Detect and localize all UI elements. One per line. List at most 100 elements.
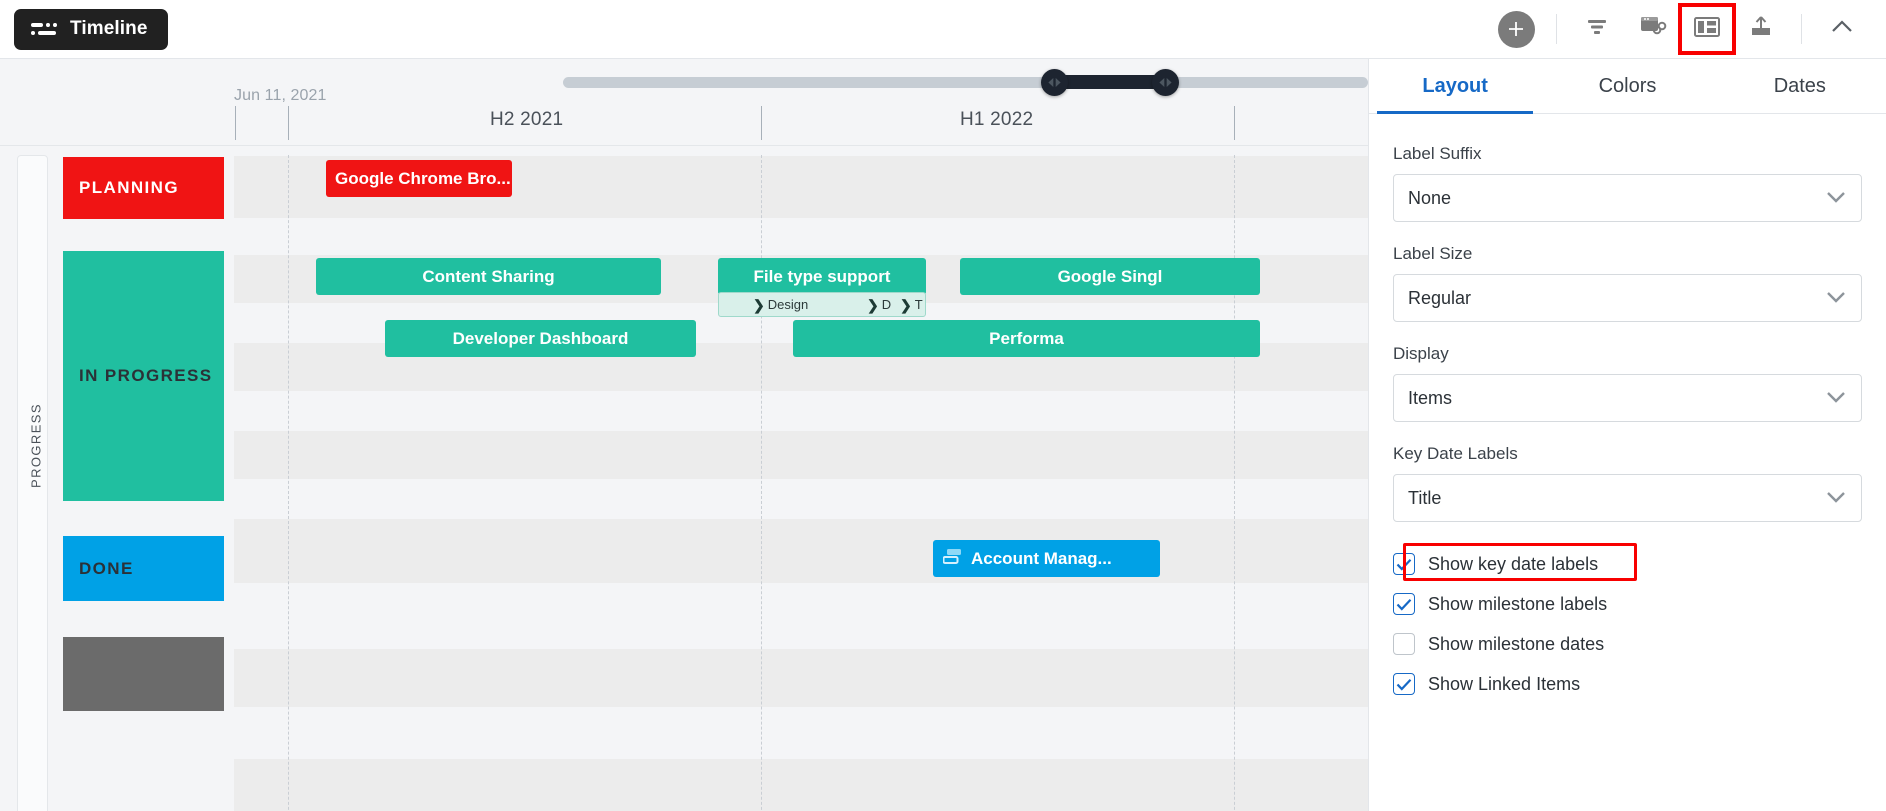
checkbox-show-key-date-labels[interactable]: Show key date labels <box>1393 544 1862 584</box>
checkbox-label: Show milestone dates <box>1428 633 1605 654</box>
checkbox-icon <box>1393 593 1415 615</box>
row-band <box>234 391 1368 431</box>
filter-button[interactable] <box>1569 6 1625 52</box>
timeline-icon <box>31 23 57 35</box>
row-band <box>234 479 1368 519</box>
upload-export-icon <box>1747 14 1775 45</box>
key-date-design[interactable]: ❯ Design <box>753 297 808 312</box>
tab-dates[interactable]: Dates <box>1714 59 1886 113</box>
chevron-up-icon <box>1828 17 1856 42</box>
timeline-zoom-scrubber[interactable] <box>0 59 1368 103</box>
panel-tab-bar: Layout Colors Dates <box>1369 59 1886 114</box>
bar-label: Developer Dashboard <box>452 328 629 348</box>
chevron-down-icon <box>1825 288 1847 309</box>
checkbox-icon <box>1393 553 1415 575</box>
tab-colors[interactable]: Colors <box>1541 59 1713 113</box>
row-band <box>234 535 1368 583</box>
layout-panel-button[interactable] <box>1678 3 1736 55</box>
timeline-bar-google-single-signon[interactable]: Google Singl <box>960 258 1260 295</box>
checkbox-group: Show key date labels Show milestone labe… <box>1393 543 1862 704</box>
field-label-size: Label Size Regular <box>1393 244 1862 322</box>
lane-block-backlog[interactable] <box>63 637 224 711</box>
bar-label: Performa <box>989 328 1064 348</box>
header-divider <box>0 145 1368 146</box>
lane-label: PLANNING <box>79 178 179 197</box>
scrubber-handle-right[interactable] <box>1152 69 1179 96</box>
timeline-bar-developer-dashboard[interactable]: Developer Dashboard <box>385 320 696 357</box>
tab-label: Dates <box>1773 74 1826 97</box>
export-button[interactable] <box>1733 6 1789 52</box>
period-label-h2-2021: H2 2021 <box>490 109 564 130</box>
panel-content: Label Suffix None Label Size Regular <box>1369 114 1886 704</box>
key-date-labels-strip[interactable]: ❯ Design ❯ D ❯ T <box>718 292 926 317</box>
checkbox-icon <box>1393 673 1415 695</box>
scale-tick <box>1234 106 1235 140</box>
chevron-down-icon <box>1825 388 1847 409</box>
scrubber-handle-left[interactable] <box>1041 69 1068 96</box>
linked-items-button[interactable] <box>1625 6 1681 52</box>
timeline-bar-file-type-support[interactable]: File type support <box>718 258 926 295</box>
timeline-bar-performance[interactable]: Performa <box>793 320 1260 357</box>
toolbar-actions <box>1488 0 1886 59</box>
scrubber-selection[interactable] <box>1046 75 1176 89</box>
scale-tick <box>761 106 762 140</box>
row-band <box>234 431 1368 479</box>
timeline-button-label: Timeline <box>70 18 148 39</box>
checkbox-show-milestone-dates[interactable]: Show milestone dates <box>1393 624 1862 664</box>
key-date-t[interactable]: ❯ T <box>900 297 923 312</box>
add-button[interactable] <box>1488 6 1544 52</box>
display-select[interactable]: Items <box>1393 374 1862 422</box>
grid-line <box>1234 155 1235 811</box>
lane-block-in-progress[interactable]: IN PROGRESS <box>63 251 224 501</box>
select-value: Title <box>1408 487 1442 508</box>
grid-line <box>288 155 289 811</box>
bar-label: Google Singl <box>1057 266 1163 286</box>
checkbox-icon <box>1393 633 1415 655</box>
plus-icon <box>1497 10 1535 48</box>
timeline-bar-content-sharing[interactable]: Content Sharing <box>316 258 661 295</box>
tab-label: Colors <box>1598 74 1657 97</box>
toolbar-divider-1 <box>1556 14 1557 44</box>
lane-block-done[interactable]: DONE <box>63 536 224 601</box>
field-label: Key Date Labels <box>1393 444 1518 463</box>
key-date-labels-select[interactable]: Title <box>1393 474 1862 522</box>
chevron-right-icon: ❯ <box>753 296 765 313</box>
linked-item-icon <box>942 548 962 570</box>
chevron-right-icon: ❯ <box>867 296 879 313</box>
scrubber-track[interactable] <box>563 77 1368 88</box>
key-date-d[interactable]: ❯ D <box>867 297 891 312</box>
grid-line <box>761 155 762 811</box>
layout-settings-panel: Layout Colors Dates Label Suffix None <box>1368 59 1886 811</box>
label-size-select[interactable]: Regular <box>1393 274 1862 322</box>
select-value: Items <box>1408 387 1453 408</box>
checkbox-label: Show milestone labels <box>1428 593 1608 614</box>
row-band <box>234 218 1368 255</box>
key-date-label: D <box>881 297 892 312</box>
timeline-bar-account-management[interactable]: Account Manag... <box>933 540 1160 577</box>
tab-layout[interactable]: Layout <box>1369 59 1541 114</box>
window-link-icon <box>1639 14 1667 45</box>
lane-block-planning[interactable]: PLANNING <box>63 157 224 219</box>
row-band <box>234 759 1368 811</box>
progress-rail: PROGRESS <box>17 155 48 811</box>
checkbox-show-linked-items[interactable]: Show Linked Items <box>1393 664 1862 704</box>
field-label-suffix: Label Suffix None <box>1393 144 1862 222</box>
row-band <box>234 707 1368 759</box>
checkbox-label: Show Linked Items <box>1428 673 1581 694</box>
scale-tick <box>235 106 236 140</box>
top-toolbar: Timeline <box>0 0 1886 59</box>
progress-rail-label: PROGRESS <box>28 403 44 488</box>
key-date-label: T <box>914 297 923 312</box>
timeline-view-button[interactable]: Timeline <box>14 8 168 50</box>
label-suffix-select[interactable]: None <box>1393 174 1862 222</box>
timeline-canvas: Jun 11, 2021 H2 2021 H1 2022 PROGRESS <box>0 59 1368 811</box>
filter-icon <box>1584 14 1610 45</box>
timeline-bar-google-chrome[interactable]: Google Chrome Bro... <box>326 160 512 197</box>
select-value: Regular <box>1408 287 1472 308</box>
key-date-label: Design <box>767 297 809 312</box>
collapse-toolbar-button[interactable] <box>1814 6 1870 52</box>
chevron-down-icon <box>1825 188 1847 209</box>
bar-label: Content Sharing <box>422 266 555 286</box>
row-band <box>234 649 1368 707</box>
checkbox-show-milestone-labels[interactable]: Show milestone labels <box>1393 584 1862 624</box>
